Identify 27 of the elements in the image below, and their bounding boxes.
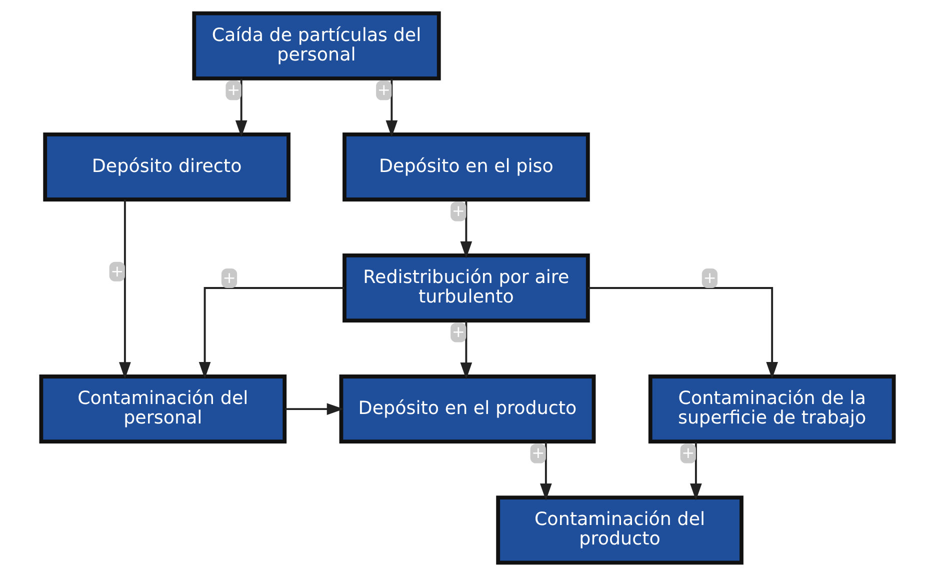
node-box: Depósito en el piso — [342, 132, 590, 202]
node-box: Contaminación del personal — [38, 374, 286, 444]
node-box: Depósito directo — [42, 132, 290, 202]
node-box: Contaminación del producto — [496, 496, 743, 565]
edge-label: + — [531, 444, 544, 462]
arrow — [540, 442, 552, 500]
node-box: Depósito en el producto — [338, 374, 596, 444]
edge-label: + — [376, 81, 390, 100]
arrow — [198, 287, 344, 379]
edge-label: + — [702, 268, 716, 287]
node-box: Caída de partículas del personal — [192, 11, 440, 80]
edge-label: + — [681, 444, 694, 462]
node-box: Contaminación de la superficie de trabajo — [648, 374, 896, 444]
edge-label: + — [451, 323, 464, 342]
edge-label: + — [222, 268, 236, 287]
arrow — [118, 200, 130, 380]
arrow — [460, 200, 472, 258]
arrow — [690, 442, 702, 500]
edge-label: + — [451, 202, 464, 220]
edge-label: + — [226, 81, 240, 100]
arrow — [284, 403, 344, 415]
arrow — [587, 287, 778, 379]
arrow — [234, 78, 247, 138]
node-box: Redistribución por aire turbulento — [342, 254, 590, 322]
edge-label: + — [110, 262, 124, 280]
arrow — [385, 78, 398, 138]
arrow — [460, 321, 472, 380]
